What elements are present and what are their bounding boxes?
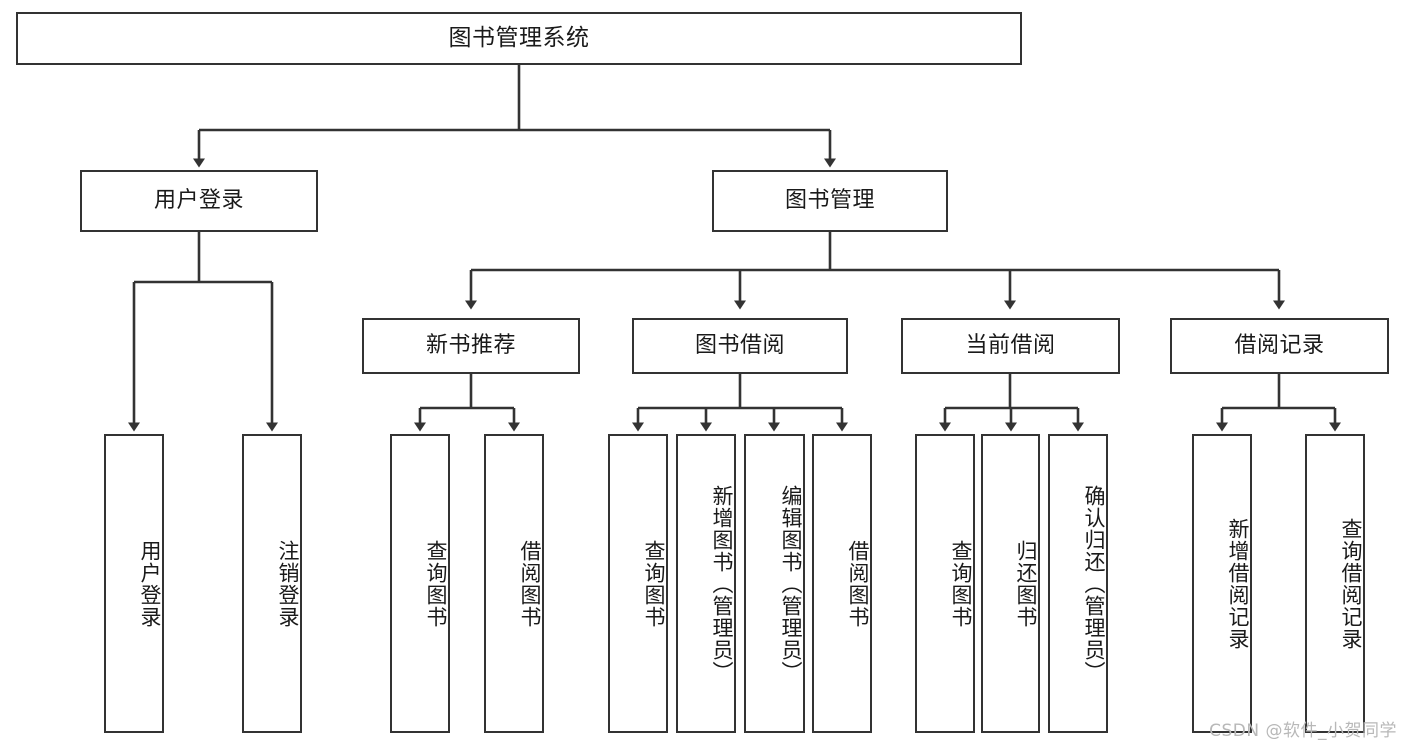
node-book-borrow[interactable]: 图书借阅 — [632, 318, 848, 374]
node-leaf-query-book-3[interactable]: 查询图书 — [915, 434, 975, 733]
node-leaf-borrow-book-1[interactable]: 借阅图书 — [484, 434, 544, 733]
node-leaf-query-record[interactable]: 查询借阅记录 — [1305, 434, 1365, 733]
node-leaf-logout-label: 注销登录 — [276, 539, 300, 628]
node-new-book-recommend-label: 新书推荐 — [425, 332, 516, 358]
node-user-login-label: 用户登录 — [153, 187, 244, 213]
node-book-borrow-label: 图书借阅 — [694, 332, 785, 358]
node-leaf-return-book-label: 归还图书 — [1014, 539, 1038, 628]
node-book-manage[interactable]: 图书管理 — [712, 170, 948, 232]
node-borrow-record-label: 借阅记录 — [1234, 332, 1325, 358]
node-leaf-borrow-book-2-label: 借阅图书 — [846, 539, 870, 628]
node-leaf-query-book-3-label: 查询图书 — [949, 539, 973, 628]
node-leaf-edit-book-label: 编辑图书（管理员） — [779, 484, 803, 683]
node-current-borrow-label: 当前借阅 — [965, 332, 1056, 358]
node-leaf-add-record-label: 新增借阅记录 — [1226, 517, 1250, 650]
node-leaf-user-login[interactable]: 用户登录 — [104, 434, 164, 733]
node-leaf-add-book[interactable]: 新增图书（管理员） — [676, 434, 736, 733]
node-leaf-add-record[interactable]: 新增借阅记录 — [1192, 434, 1252, 733]
node-root[interactable]: 图书管理系统 — [16, 12, 1022, 65]
node-leaf-query-book-1-label: 查询图书 — [424, 539, 448, 628]
node-leaf-user-login-label: 用户登录 — [138, 539, 162, 628]
node-leaf-query-book-2[interactable]: 查询图书 — [608, 434, 668, 733]
node-user-login[interactable]: 用户登录 — [80, 170, 318, 232]
node-new-book-recommend[interactable]: 新书推荐 — [362, 318, 580, 374]
node-book-manage-label: 图书管理 — [784, 187, 875, 213]
node-leaf-query-book-1[interactable]: 查询图书 — [390, 434, 450, 733]
node-borrow-record[interactable]: 借阅记录 — [1170, 318, 1389, 374]
node-current-borrow[interactable]: 当前借阅 — [901, 318, 1120, 374]
node-leaf-query-record-label: 查询借阅记录 — [1339, 517, 1363, 650]
node-leaf-borrow-book-2[interactable]: 借阅图书 — [812, 434, 872, 733]
node-leaf-confirm-return[interactable]: 确认归还（管理员） — [1048, 434, 1108, 733]
node-leaf-edit-book[interactable]: 编辑图书（管理员） — [744, 434, 805, 733]
node-leaf-confirm-return-label: 确认归还（管理员） — [1082, 484, 1106, 683]
node-leaf-logout[interactable]: 注销登录 — [242, 434, 302, 733]
node-leaf-query-book-2-label: 查询图书 — [642, 539, 666, 628]
node-leaf-return-book[interactable]: 归还图书 — [981, 434, 1040, 733]
csdn-watermark: CSDN @软件_小贺同学 — [1209, 721, 1397, 741]
node-leaf-add-book-label: 新增图书（管理员） — [710, 484, 734, 683]
node-leaf-borrow-book-1-label: 借阅图书 — [518, 539, 542, 628]
node-root-label: 图书管理系统 — [448, 24, 590, 51]
